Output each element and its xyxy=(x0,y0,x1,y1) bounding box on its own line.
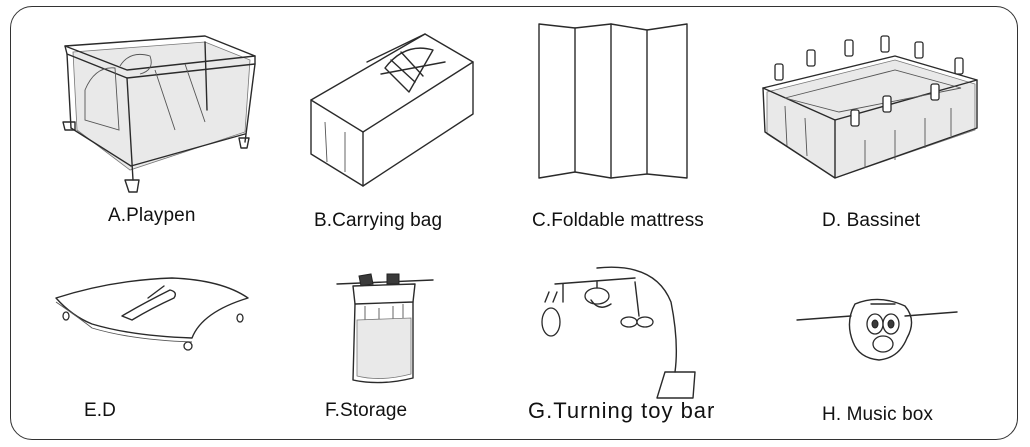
playpen-icon xyxy=(62,35,256,193)
carrying-bag-icon xyxy=(310,33,474,187)
foldable-mattress-icon xyxy=(538,23,688,179)
caption-toy-bar: G.Turning toy bar xyxy=(528,398,716,423)
caption-playpen: A.Playpen xyxy=(108,205,196,226)
storage-organizer-icon xyxy=(336,273,434,384)
caption-foldable-mattress: C.Foldable mattress xyxy=(532,210,704,231)
caption-music-box: H. Music box xyxy=(822,404,934,425)
changing-board-icon xyxy=(55,277,249,351)
caption-storage: F.Storage xyxy=(325,400,408,421)
bassinet-icon xyxy=(762,35,978,179)
caption-changing-board: E.D xyxy=(84,400,116,421)
caption-bassinet: D. Bassinet xyxy=(822,210,921,231)
music-box-icon xyxy=(796,298,958,361)
toy-bar-icon xyxy=(541,266,696,399)
parts-list-frame xyxy=(10,6,1018,440)
caption-carrying-bag: B.Carrying bag xyxy=(314,210,443,231)
